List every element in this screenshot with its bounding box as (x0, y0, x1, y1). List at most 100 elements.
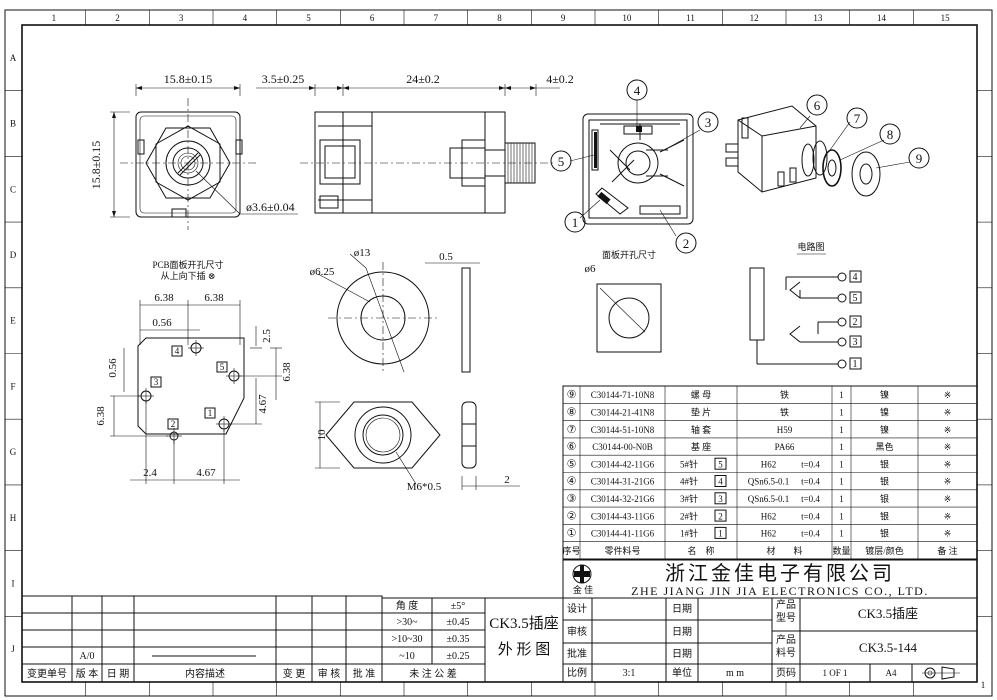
callout-2: 2 (675, 232, 697, 254)
bom-header-code: 零件料号 (604, 545, 640, 556)
pcb-title: PCB面板开孔尺寸 (152, 259, 223, 270)
bom-cell-name: 基 座 (691, 441, 711, 452)
pcb-dim-9: 2.4 (143, 467, 157, 479)
exploded-view (725, 105, 911, 197)
pcb-layout: PCB面板开孔尺寸 从上向下插 ⊗ 6.38 6.38 0.56 4 5 3 2… (95, 259, 293, 484)
tolerance-block: 角 度 ±5° >30~ ±0.45 >10~30 ±0.35 ~10 ±0.2… (381, 597, 486, 683)
bom-cell-fin: 镍 (880, 406, 889, 417)
bom-cell-name: 2#针 (680, 510, 698, 521)
svg-text:6: 6 (814, 98, 821, 113)
bom-cell-code: C30144-42-11G6 (591, 459, 655, 469)
bom-cell-box: 5 (718, 459, 723, 469)
svg-text:1: 1 (572, 215, 579, 230)
sheet-index: 1 (981, 680, 986, 690)
zone-col-label: 1 (52, 13, 57, 23)
svg-text:3: 3 (705, 115, 712, 130)
dim-panel-hole: ø6 (585, 263, 597, 275)
company-banner: 金 佳 浙江金佳电子有限公司 ZHE JIANG JIN JIA ELECTRO… (562, 559, 978, 599)
pcb-pin-3: 3 (154, 377, 159, 387)
bom-cell-code: C30144-41-11G6 (591, 529, 655, 539)
bom-cell-fin: 银 (880, 510, 889, 521)
zone-row-label: I (12, 578, 15, 588)
circuit-pin-3: 3 (837, 335, 862, 348)
bom-cell-thk: t=0.4 (801, 511, 820, 521)
zone-col-label: 15 (941, 13, 951, 23)
side-view: 3.5±0.25 24±0.2 4±0.2 (256, 72, 574, 214)
bom-cell-mat: H62 (761, 511, 777, 521)
tb-unit-label: 单位 (672, 666, 692, 679)
dim-washer-od: ø13 (354, 247, 371, 259)
bom-cell-no: ④ (567, 476, 577, 488)
pcb-pin-2: 2 (171, 419, 176, 429)
dim-nut-thread: M6*0.5 (407, 481, 442, 493)
tb-scale-label: 比例 (567, 666, 587, 679)
zone-col-label: 8 (497, 13, 502, 23)
bom-cell-name: 1#针 (680, 528, 698, 539)
bom-header: 序号零件料号名 称材 料数量镀层/颜色备 注 (562, 545, 957, 556)
tb-design: 设计 (567, 602, 587, 615)
zone-row-label: E (10, 316, 16, 326)
bom-cell-note: ※ (944, 459, 952, 469)
rev-h-date: 日 期 (107, 668, 130, 680)
tol-r1: >30~ (396, 617, 418, 628)
bom-cell-code: C30144-51-10N8 (591, 425, 655, 435)
tol-r3: ~10 (399, 651, 414, 662)
bom-cell-box: 2 (718, 511, 723, 521)
tol-footer: 未 注 公 差 (409, 667, 457, 680)
tb-code-l2: 料号 (776, 646, 796, 659)
zone-row-label: J (11, 644, 15, 654)
bom-cell-no: ① (567, 528, 577, 540)
bom-header-note: 备 注 (937, 545, 957, 556)
bom-cell-no: ⑥ (567, 441, 577, 453)
pcb-pin-4: 4 (175, 346, 180, 356)
bom-cell-fin: 银 (880, 458, 889, 469)
tb-unit: m m (726, 668, 744, 679)
zone-col-label: 11 (686, 13, 695, 23)
revision-block: A/0 变更单号 版 本 日 期 内容描述 变 更 审 核 批 准 (21, 595, 383, 683)
pcb-dim-5: 0.56 (107, 358, 119, 378)
pcb-dim-4: 2.5 (261, 329, 273, 343)
bom-cell-note: ※ (944, 529, 952, 539)
bom-cell-note: ※ (944, 407, 952, 417)
tb-scale: 3:1 (623, 668, 636, 679)
zone-col-label: 9 (561, 13, 566, 23)
bom-cell-qty: 1 (839, 511, 844, 521)
callouts: 4 3 5 1 2 6 7 8 9 (550, 79, 930, 254)
svg-text:7: 7 (854, 111, 861, 126)
dim-washer-thk: 0.5 (439, 251, 453, 263)
bom-cell-box: 1 (718, 529, 723, 539)
svg-text:1: 1 (853, 359, 858, 370)
bom-cell-mat: QSn6.5-0.1 (748, 494, 790, 504)
company-name-cn: 浙江金佳电子有限公司 (665, 562, 895, 585)
svg-text:5: 5 (558, 154, 565, 169)
bom-cell-note: ※ (944, 425, 952, 435)
bom-header-fin: 镀层/颜色 (865, 545, 904, 556)
bom-cell-qty: 1 (839, 442, 844, 452)
circuit-label: 电路图 (797, 241, 824, 252)
bom-cell-code: C30144-43-11G6 (591, 511, 655, 521)
tol-angle-val: ±5° (451, 601, 466, 612)
rev-h-check: 审 核 (318, 667, 341, 680)
rev-h-mark: 变更单号 (27, 667, 67, 680)
bom-cell-mat: H62 (761, 459, 777, 469)
dim-side-c: 4±0.2 (546, 72, 574, 86)
bom-cell-fin: 镍 (880, 389, 889, 400)
zone-row-label: F (10, 381, 15, 391)
bom-cell-qty: 1 (839, 477, 844, 487)
dim-front-height: 15.8±0.15 (89, 141, 103, 190)
washer-view: ø13 ø6.25 0.5 (310, 247, 480, 373)
bom-cell-qty: 1 (839, 459, 844, 469)
dim-front-width: 15.8±0.15 (164, 72, 213, 86)
svg-text:5: 5 (853, 293, 858, 304)
tb-date-3: 日期 (672, 648, 692, 660)
zone-row-label: D (10, 250, 17, 260)
zone-row-label: H (10, 513, 17, 523)
callout-4: 4 (626, 79, 648, 101)
tb-date-2: 日期 (672, 626, 692, 638)
pcb-dim-3: 0.56 (152, 317, 172, 329)
bom-cell-mat: H59 (777, 425, 793, 435)
callout-6: 6 (806, 94, 828, 116)
